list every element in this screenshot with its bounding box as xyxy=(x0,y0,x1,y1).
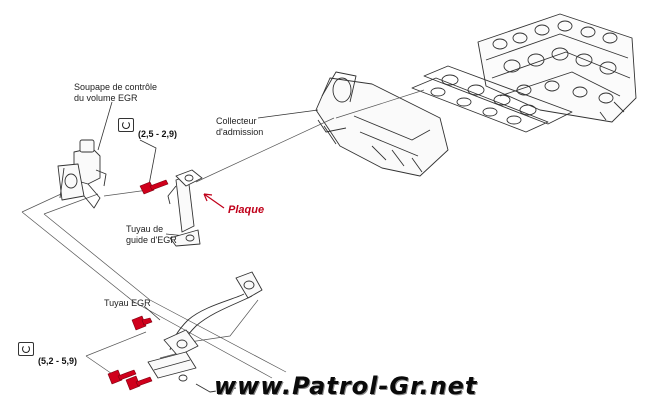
egr-tube xyxy=(147,271,263,393)
plaque-label: Plaque xyxy=(228,204,265,216)
watermark: www.Patrol-Gr.net xyxy=(214,372,478,400)
bolt-lower-2 xyxy=(107,369,137,385)
egr-tube-label: Tuyau EGR xyxy=(104,298,151,308)
bolt-lower-1 xyxy=(131,315,153,331)
plaque-gasket xyxy=(175,169,203,187)
bolt-upper xyxy=(139,179,169,195)
bolt-lower-3 xyxy=(125,375,153,391)
egr-control-valve xyxy=(57,139,107,209)
egr-valve-label: Soupape de contrôle du volume EGR xyxy=(74,82,157,104)
guide-tube-label-line2: guide d'EGR xyxy=(126,235,177,245)
plaque-arrow xyxy=(203,193,225,209)
intake-collector-label-line1: Collecteur xyxy=(216,116,257,126)
alignment-lines xyxy=(21,89,425,379)
intake-manifold xyxy=(315,71,449,177)
intake-collector-label: Collecteur d'admission xyxy=(216,116,263,138)
egr-valve-label-line2: du volume EGR xyxy=(74,93,138,103)
torque-spec-upper: (2,5 - 2,9) xyxy=(138,129,178,139)
torque-wrench-icon xyxy=(118,118,134,132)
manifold-gasket xyxy=(411,65,573,133)
torque-wrench-icon xyxy=(18,342,34,356)
torque-spec-lower: (5,2 - 5,9) xyxy=(38,356,78,366)
bolts xyxy=(107,179,169,391)
guide-tube-label: Tuyau de guide d'EGR xyxy=(126,224,177,246)
guide-tube-label-line1: Tuyau de xyxy=(126,224,164,234)
egr-guide-tube xyxy=(167,175,201,247)
intake-collector-label-line2: d'admission xyxy=(216,127,264,137)
cylinder-head xyxy=(477,13,637,123)
egr-valve-label-line1: Soupape de contrôle xyxy=(74,82,158,92)
leader-lines xyxy=(97,101,319,321)
